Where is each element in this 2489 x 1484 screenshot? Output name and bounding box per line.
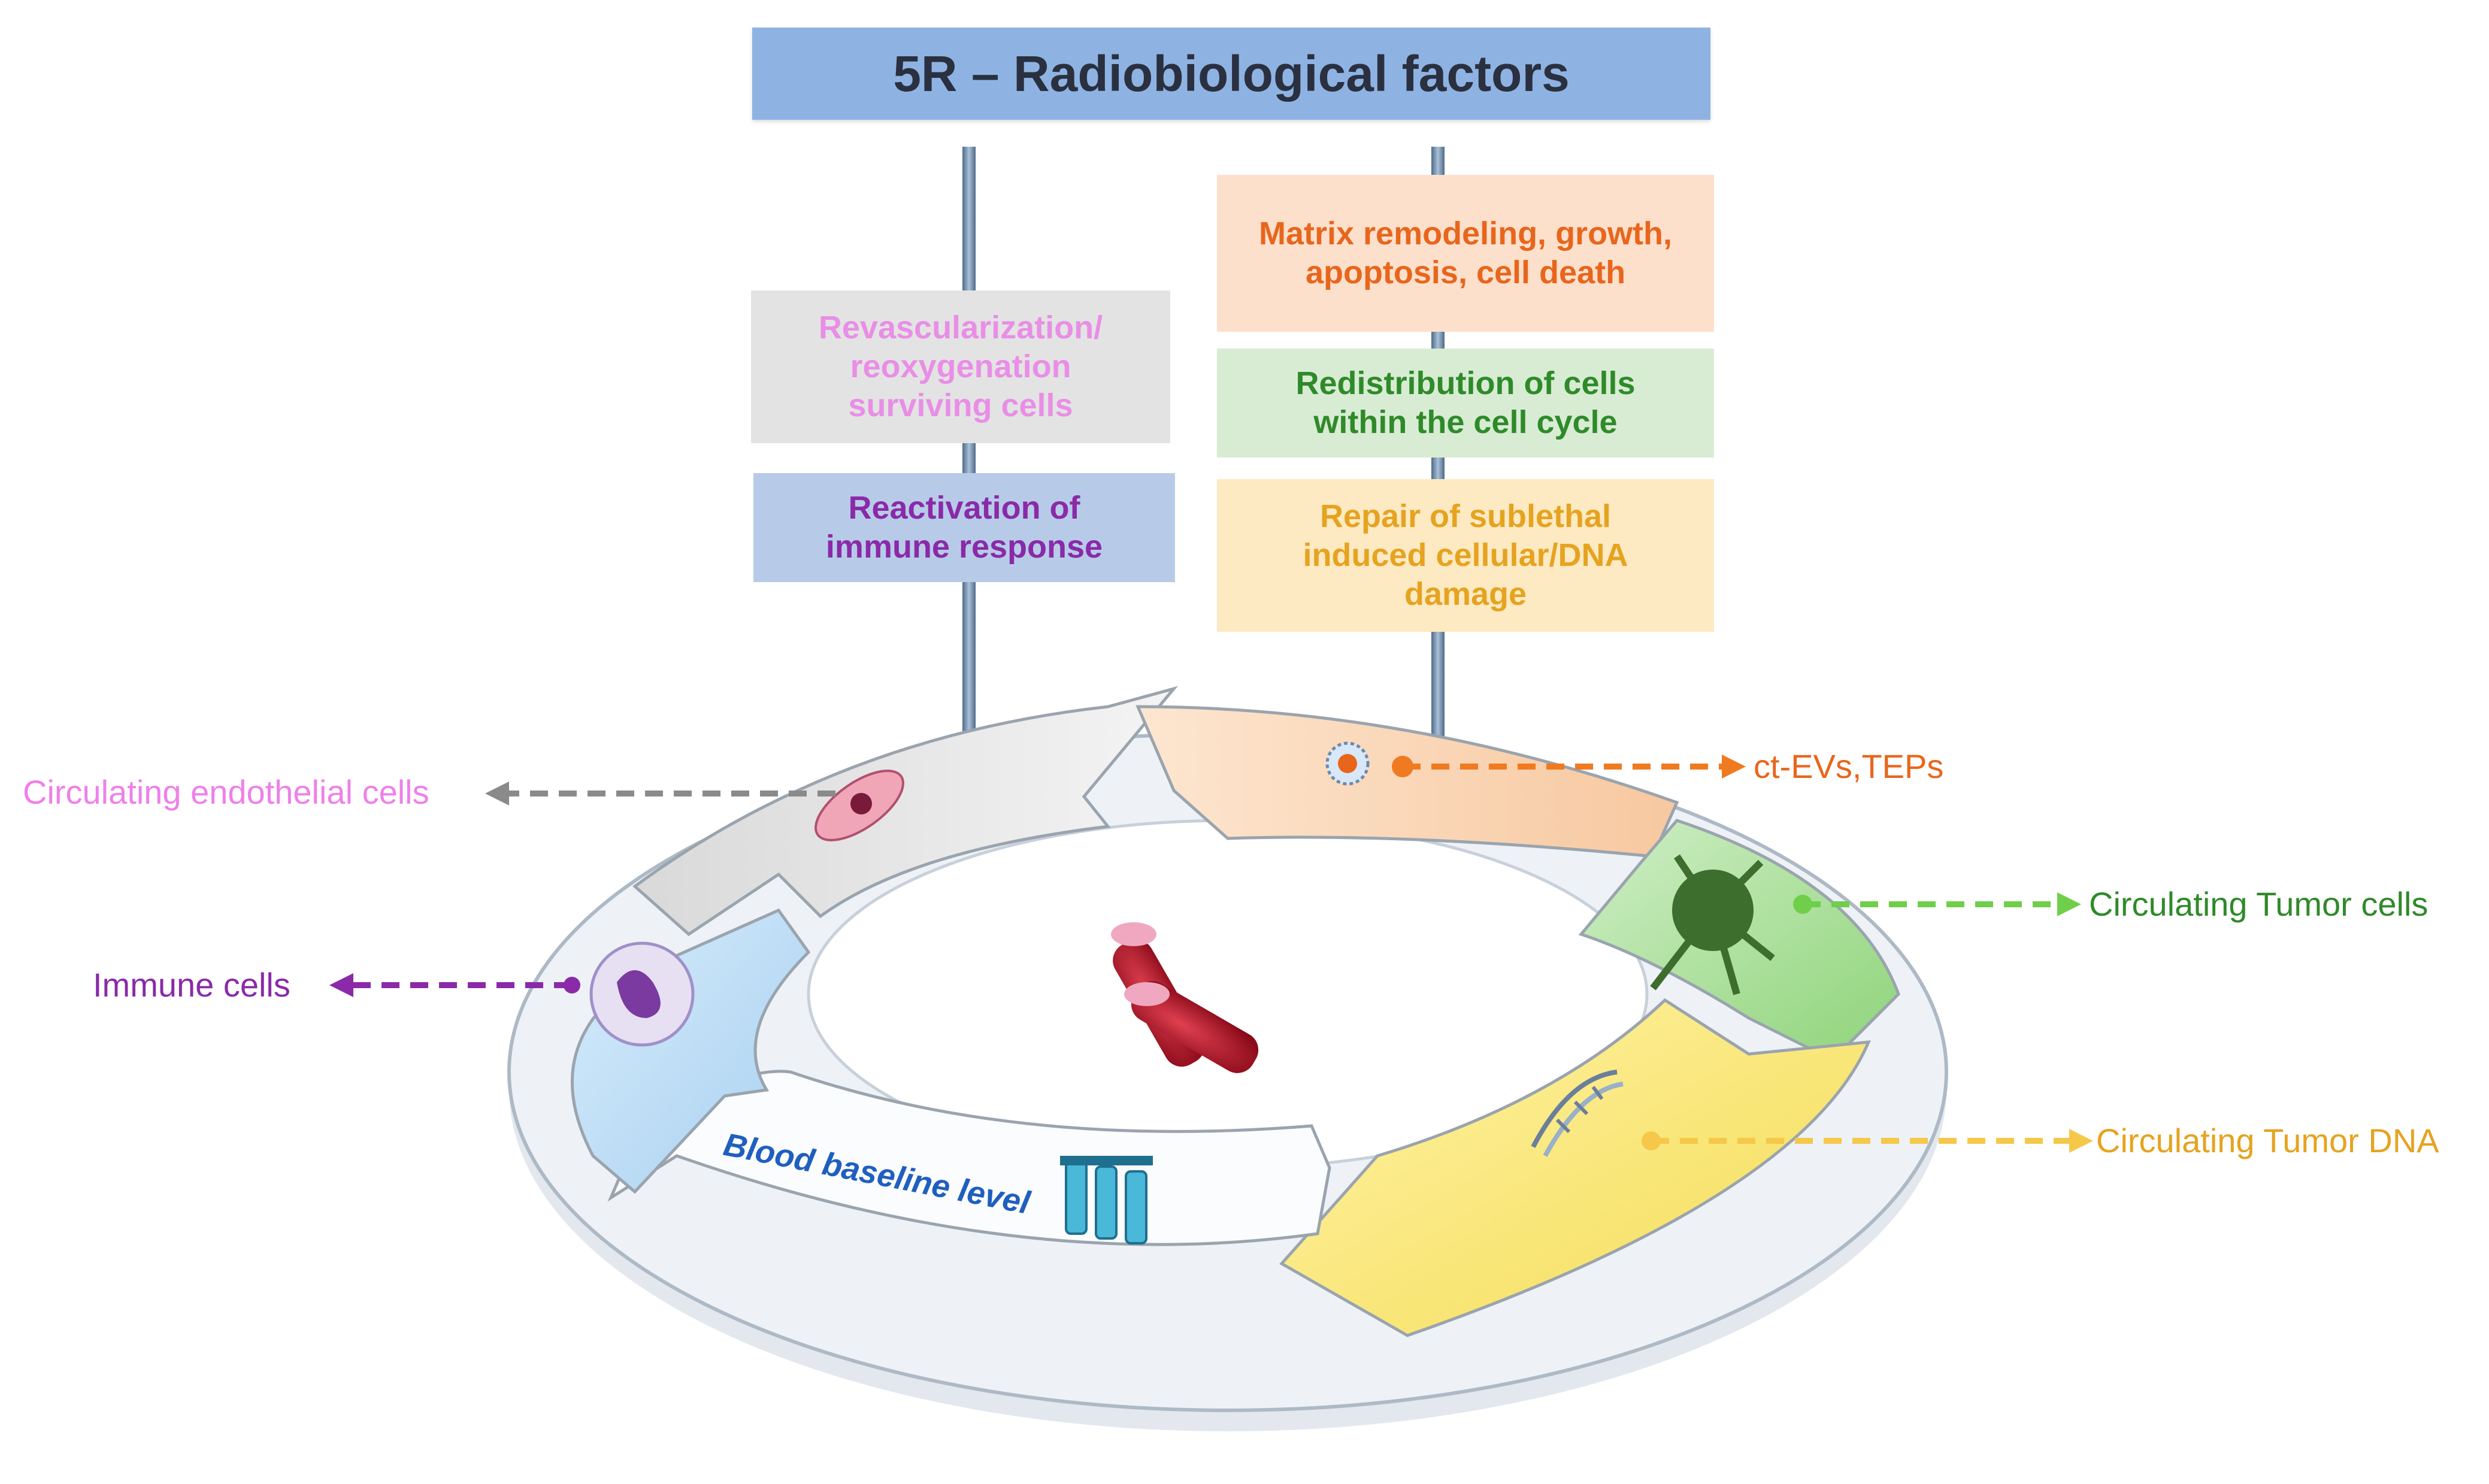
arrow-ctc: [1793, 892, 2081, 916]
arrow-evs: [1392, 755, 1746, 779]
arrow-ctdna: [1642, 1129, 2093, 1153]
factor-revascularization: Revascularization/ reoxygenation survivi…: [751, 290, 1170, 443]
tumor-cell-icon: [1650, 854, 1775, 995]
blood-tubes-icon: [1111, 922, 1259, 1073]
label-immune: Immune cells: [93, 966, 290, 1004]
arrow-immune: [329, 973, 580, 997]
factor-reactivation: Reactivation of immune response: [753, 473, 1175, 582]
label-ctc: Circulating Tumor cells: [2089, 885, 2429, 923]
title-text: 5R – Radiobiological factors: [893, 45, 1570, 102]
title-box: 5R – Radiobiological factors: [752, 28, 1710, 120]
test-tubes-icon: [1060, 1156, 1153, 1244]
segment-yellow: [1279, 998, 1871, 1337]
segment-orange: [1136, 705, 1679, 858]
factor-redistribution: Redistribution of cells within the cell …: [1217, 349, 1714, 458]
segment-gray: [632, 686, 1179, 937]
factor-repair: Repair of sublethal induced cellular/DNA…: [1217, 479, 1714, 632]
arrow-endothelial: [485, 782, 835, 805]
endothelial-cell-icon: [814, 770, 904, 841]
immune-cell-icon: [589, 941, 695, 1047]
extracellular-vesicle-icon: [1325, 741, 1370, 786]
label-evs: ct-EVs,TEPs: [1754, 747, 1944, 785]
label-endothelial: Circulating endothelial cells: [23, 773, 429, 811]
label-ctdna: Circulating Tumor DNA: [2096, 1122, 2439, 1159]
dna-helix-icon: [1531, 1070, 1624, 1157]
factor-matrix: Matrix remodeling, growth, apoptosis, ce…: [1217, 175, 1714, 332]
